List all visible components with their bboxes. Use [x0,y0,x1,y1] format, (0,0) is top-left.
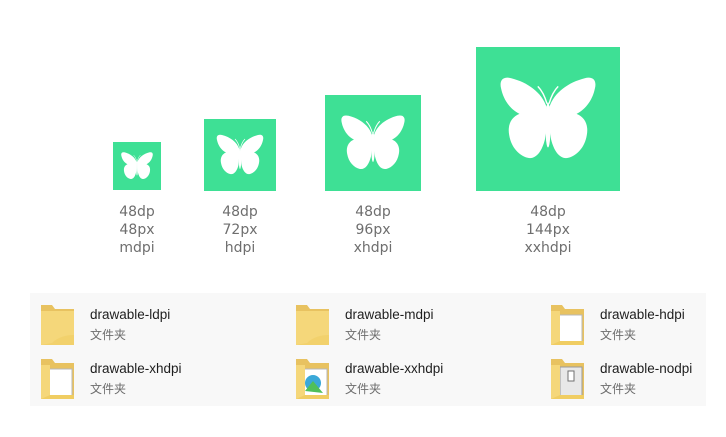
icon-preview-xxhdpi [476,47,620,191]
butterfly-icon [216,134,264,175]
caption-dp: 48dp [119,204,155,220]
folder-name: drawable-nodpi [600,361,693,376]
density-caption-mdpi: 48dp 48px mdpi [97,203,177,257]
butterfly-icon [340,114,406,170]
caption-dp: 48dp [222,204,258,220]
icon-preview-xhdpi [325,95,421,191]
caption-px: 96px [355,222,391,238]
folder-item-drawable-hdpi[interactable]: drawable-hdpi 文件夹 [548,299,726,349]
caption-density: hdpi [224,240,256,256]
caption-dp: 48dp [530,204,566,220]
icon-preview-hdpi [204,119,276,191]
folder-type: 文件夹 [600,382,637,396]
folder-name: drawable-ldpi [90,307,171,322]
folder-item-drawable-xxhdpi[interactable]: drawable-xxhdpi 文件夹 [293,353,513,403]
folder-item-drawable-nodpi[interactable]: drawable-nodpi 文件夹 [548,353,726,403]
folder-item-drawable-mdpi[interactable]: drawable-mdpi 文件夹 [293,299,513,349]
folder-name: drawable-xxhdpi [345,361,444,376]
density-caption-xhdpi: 48dp 96px xhdpi [333,203,413,257]
caption-density: xhdpi [353,240,393,256]
folder-type: 文件夹 [90,382,127,396]
caption-density: xxhdpi [524,240,572,256]
folder-type: 文件夹 [90,328,127,342]
folder-name: drawable-xhdpi [90,361,182,376]
caption-density: mdpi [119,240,155,256]
caption-dp: 48dp [355,204,391,220]
icon-preview-mdpi [113,142,161,190]
caption-px: 144px [526,222,570,238]
folder-icon [296,305,329,345]
caption-px: 48px [119,222,155,238]
butterfly-icon [120,151,154,180]
folder-type: 文件夹 [600,328,637,342]
folder-icon [41,305,74,345]
folder-with-image-icon [296,359,329,399]
folder-name: drawable-mdpi [345,307,434,322]
caption-px: 72px [222,222,258,238]
folder-list-panel: drawable-ldpi 文件夹 drawable-mdpi 文件夹 draw… [30,293,706,406]
folder-item-drawable-ldpi[interactable]: drawable-ldpi 文件夹 [38,299,258,349]
density-caption-hdpi: 48dp 72px hdpi [200,203,280,257]
folder-name: drawable-hdpi [600,307,685,322]
folder-with-file-icon [551,359,584,399]
folder-item-drawable-xhdpi[interactable]: drawable-xhdpi 文件夹 [38,353,258,403]
butterfly-icon [499,76,597,159]
folder-with-document-icon [41,359,74,399]
folder-with-document-icon [551,305,584,345]
density-caption-xxhdpi: 48dp 144px xxhdpi [508,203,588,257]
folder-type: 文件夹 [345,328,382,342]
folder-type: 文件夹 [345,382,382,396]
